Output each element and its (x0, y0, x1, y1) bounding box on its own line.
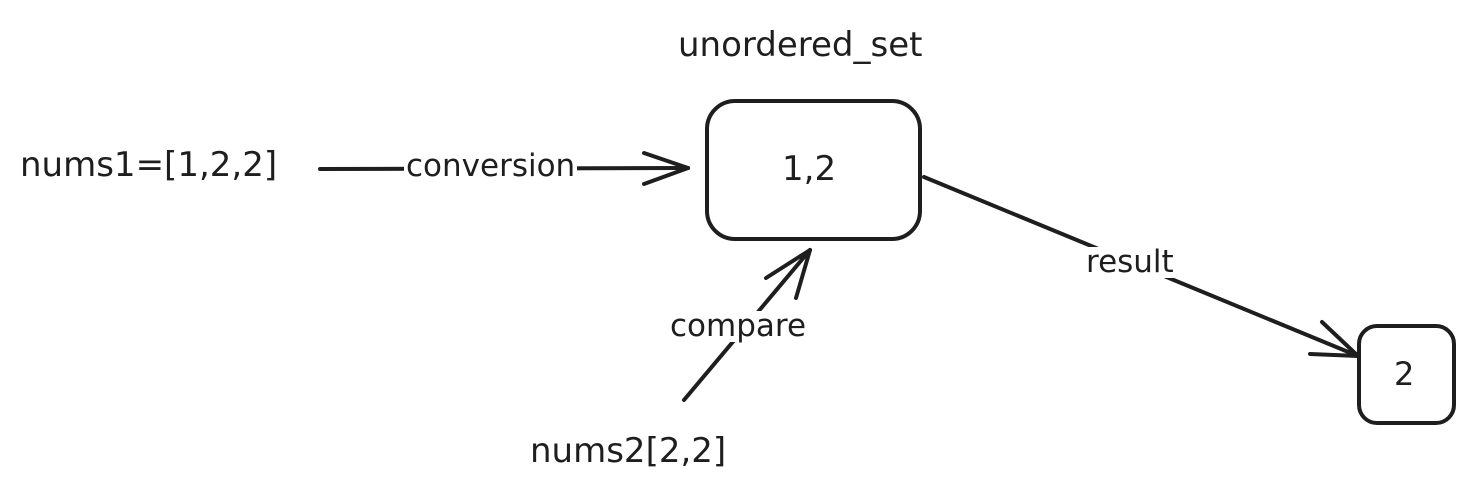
nums2-label: nums2[2,2] (530, 431, 727, 471)
unordered-set-value: 1,2 (782, 149, 837, 189)
conversion-edge-label: conversion (404, 148, 578, 184)
output-node (1357, 324, 1456, 425)
unordered-set-title: unordered_set (678, 25, 923, 65)
unordered-set-node (705, 99, 922, 241)
output-value: 2 (1394, 355, 1415, 393)
result-edge-label: result (1084, 244, 1176, 280)
nums1-label: nums1=[1,2,2] (20, 145, 278, 185)
compare-edge-label: compare (668, 308, 809, 344)
